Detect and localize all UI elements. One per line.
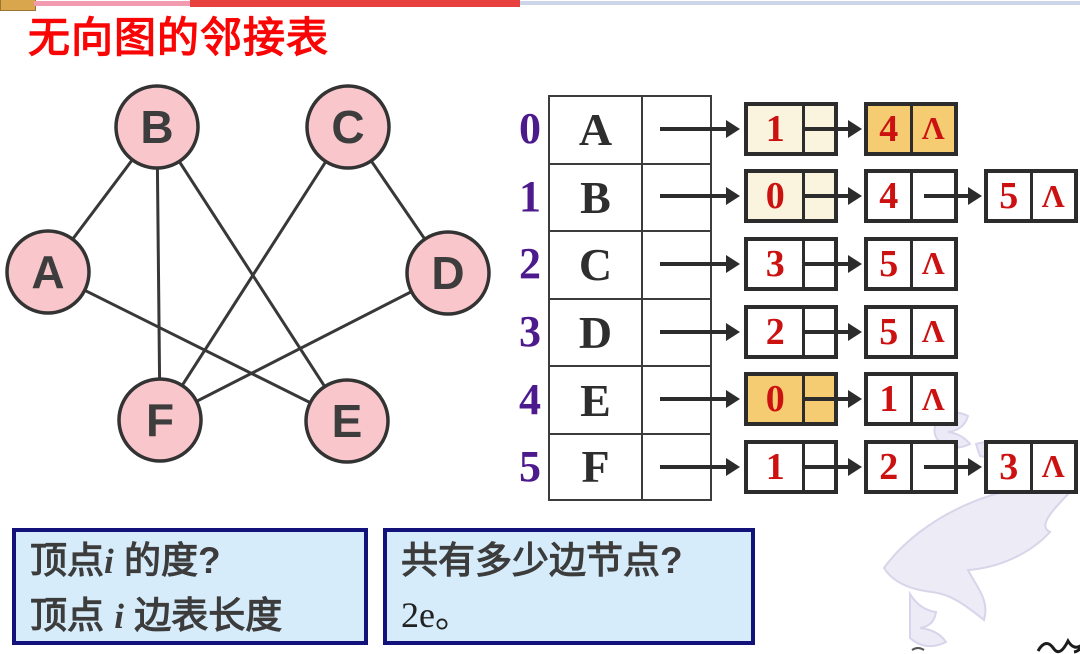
row-index: 4 [519, 374, 541, 424]
head-arrow [660, 440, 740, 494]
link-arrow [804, 372, 862, 426]
note-box-degree: 顶点i 的度? 顶点 i 边表长度 [12, 528, 368, 645]
graph-node-label-F: F [146, 394, 174, 446]
graph-node-D [405, 230, 491, 316]
note-line: 顶点i 的度? [30, 540, 221, 581]
graph-node-label-D: D [431, 247, 464, 299]
head-arrow [660, 237, 740, 291]
graph-edge-D-F [159, 271, 449, 422]
link-arrow [924, 440, 982, 494]
node-value: 0 [748, 376, 806, 423]
vertex-cell: D [548, 297, 643, 366]
node-value: 0 [748, 173, 806, 220]
vertex-cell: E [548, 365, 643, 433]
vertex-cell: B [548, 162, 643, 231]
row-index: 0 [519, 104, 541, 154]
list-node: 3 Λ [984, 439, 1078, 494]
link-arrow [924, 169, 982, 223]
note-box-edge-count: 共有多少边节点? 2e。 [383, 528, 755, 645]
link-arrow [804, 305, 862, 359]
top-border-pink [34, 1, 190, 6]
graph-node-A [5, 229, 91, 315]
graph-node-F [117, 377, 203, 463]
graph-node-label-B: B [140, 101, 173, 153]
row-index: 2 [519, 239, 541, 289]
head-arrow [660, 102, 740, 156]
page-title: 无向图的邻接表 [28, 14, 330, 61]
note-line: 2e。 [401, 595, 471, 635]
null-marker: Λ [921, 380, 945, 417]
graph-edge-B-F [155, 126, 162, 421]
signature-scribble [911, 638, 1080, 654]
list-node: 1 Λ [864, 372, 958, 427]
null-marker: Λ [921, 313, 945, 350]
null-marker: Λ [1041, 177, 1065, 214]
graph-node-B [114, 84, 200, 170]
vertex-cell: F [548, 432, 643, 501]
list-node: 5 Λ [864, 304, 958, 359]
node-value: 3 [748, 240, 806, 287]
row-index: 5 [519, 442, 541, 492]
adjacency-row-4: 4 E 0 1 Λ [512, 365, 1078, 433]
graph-edge-A-E [47, 270, 348, 423]
link-arrow [804, 169, 862, 223]
list-node: 5 Λ [984, 169, 1078, 224]
graph-node-label-C: C [331, 101, 364, 153]
graph-node-label-E: E [332, 395, 363, 447]
node-value: 5 [868, 308, 913, 355]
list-node: 4 Λ [864, 101, 958, 156]
null-marker: Λ [921, 245, 945, 282]
node-value: 4 [868, 173, 913, 220]
top-border-red [190, 0, 520, 7]
note-line: 共有多少边节点? [401, 540, 683, 581]
adjacency-row-1: 1 B 0 4 5 Λ [512, 162, 1078, 231]
graph-node-C [305, 84, 391, 170]
node-value: 1 [748, 105, 806, 152]
head-arrow [660, 372, 740, 426]
graph-node-E [304, 378, 390, 464]
node-value: 5 [988, 173, 1033, 220]
null-marker: Λ [921, 110, 945, 147]
graph-svg: A B C D E F [5, 84, 491, 464]
node-value: 1 [748, 443, 806, 490]
node-value: 5 [868, 240, 913, 287]
list-node: 5 Λ [864, 236, 958, 291]
top-left-decoration [0, 0, 36, 11]
node-value: 3 [988, 443, 1033, 490]
adjacency-list-panel: 0 A 1 4 Λ 1 B 0 4 [512, 95, 1078, 501]
graph-node-label-A: A [31, 246, 64, 298]
row-index: 1 [519, 171, 541, 221]
top-border-gray [520, 1, 1080, 5]
adjacency-row-2: 2 C 3 5 Λ [512, 230, 1078, 298]
italic-i: i [114, 597, 125, 636]
null-marker: Λ [1041, 448, 1065, 485]
adjacency-row-5: 5 F 1 2 3 Λ [512, 432, 1078, 501]
node-value: 2 [748, 308, 806, 355]
graph-edge-C-F [158, 126, 350, 421]
node-value: 4 [868, 105, 913, 152]
vertex-cell: A [548, 95, 643, 163]
head-arrow [660, 305, 740, 359]
list-node: 2 [864, 439, 958, 494]
link-arrow [804, 102, 862, 156]
link-arrow [804, 237, 862, 291]
link-arrow [804, 440, 862, 494]
node-value: 1 [868, 376, 913, 423]
vertex-cell: C [548, 230, 643, 298]
node-value: 2 [868, 443, 913, 490]
note-line: 顶点 i 边表长度 [30, 595, 283, 636]
list-node: 4 [864, 169, 958, 224]
row-index: 3 [519, 307, 541, 357]
head-arrow [660, 169, 740, 223]
list-node: 3 [744, 236, 838, 291]
italic-i: i [104, 542, 114, 581]
adjacency-row-3: 3 D 2 5 Λ [512, 297, 1078, 366]
adjacency-row-0: 0 A 1 4 Λ [512, 95, 1078, 163]
